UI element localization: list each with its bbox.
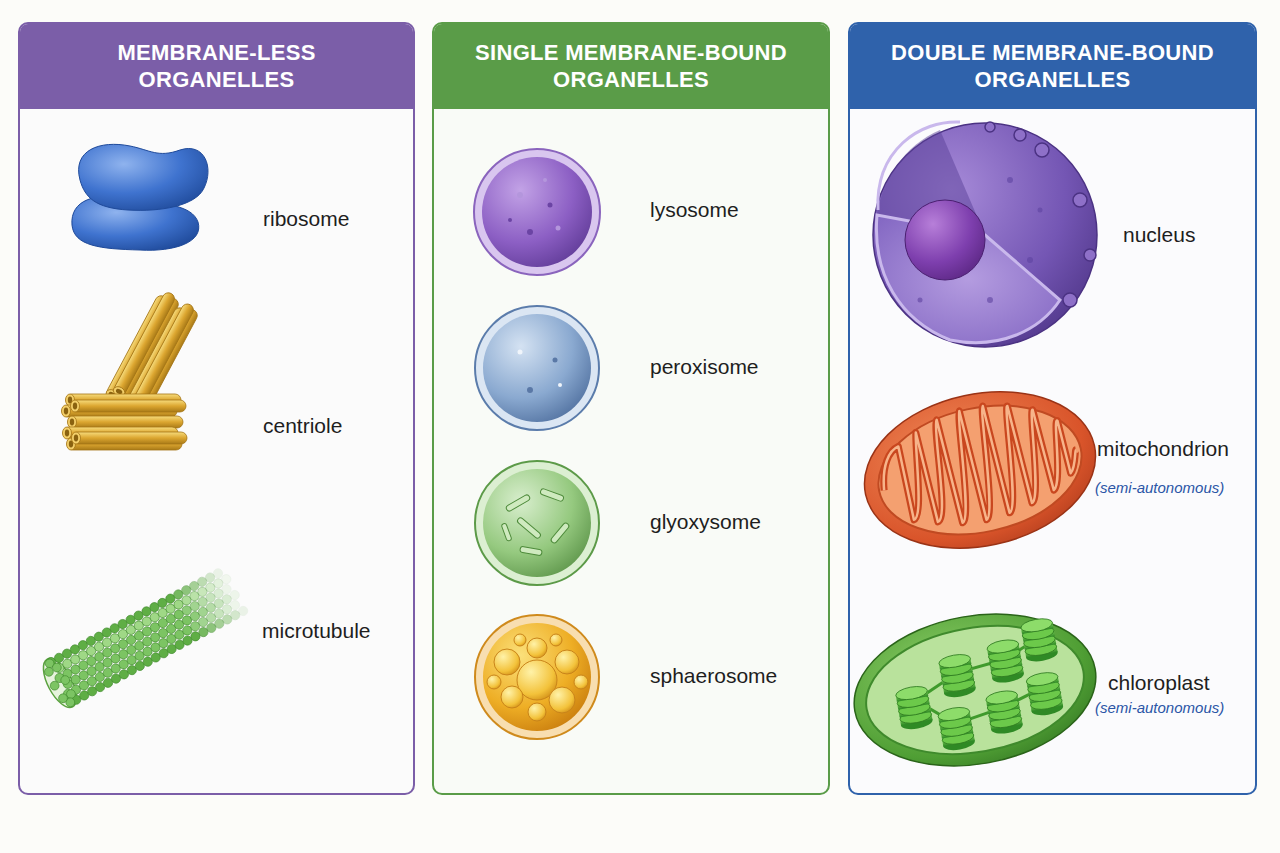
organelle-name: microtubule xyxy=(262,619,371,643)
organelle-name: centriole xyxy=(263,414,342,438)
panel-title: DOUBLE MEMBRANE-BOUND ORGANELLES xyxy=(863,40,1243,94)
panel-title: SINGLE MEMBRANE-BOUND ORGANELLES xyxy=(446,40,816,94)
organelle-name: glyoxysome xyxy=(650,510,761,534)
organelle-name: lysosome xyxy=(650,198,739,222)
panel-header: SINGLE MEMBRANE-BOUND ORGANELLES xyxy=(434,24,828,109)
organelle-name: peroxisome xyxy=(650,355,759,379)
glyoxysome-figure xyxy=(475,461,599,585)
chloroplast-figure xyxy=(842,596,1108,784)
panel-header: DOUBLE MEMBRANE-BOUND ORGANELLES xyxy=(850,24,1255,109)
lysosome-figure xyxy=(474,149,600,275)
centriole-figure xyxy=(62,288,202,450)
nucleus-figure xyxy=(873,122,1097,347)
organelle-note: (semi-autonomous) xyxy=(1095,699,1224,716)
organelle-name: ribosome xyxy=(263,207,349,231)
panel-title: MEMBRANE-LESS ORGANELLES xyxy=(92,40,342,94)
organelle-name: nucleus xyxy=(1123,223,1195,247)
organelle-name: chloroplast xyxy=(1108,671,1210,695)
sphaerosome-figure xyxy=(475,615,599,739)
organelle-panel: MEMBRANE-LESS ORGANELLES xyxy=(18,22,415,795)
organelle-name: mitochondrion xyxy=(1097,437,1229,461)
mitochondrion-figure xyxy=(850,371,1110,568)
organelle-note: (semi-autonomous) xyxy=(1095,479,1224,496)
ribosome-figure xyxy=(72,144,208,250)
organelle-name: sphaerosome xyxy=(650,664,777,688)
panel-header: MEMBRANE-LESS ORGANELLES xyxy=(20,24,413,109)
peroxisome-figure xyxy=(475,306,599,430)
microtubule-figure xyxy=(37,565,250,712)
